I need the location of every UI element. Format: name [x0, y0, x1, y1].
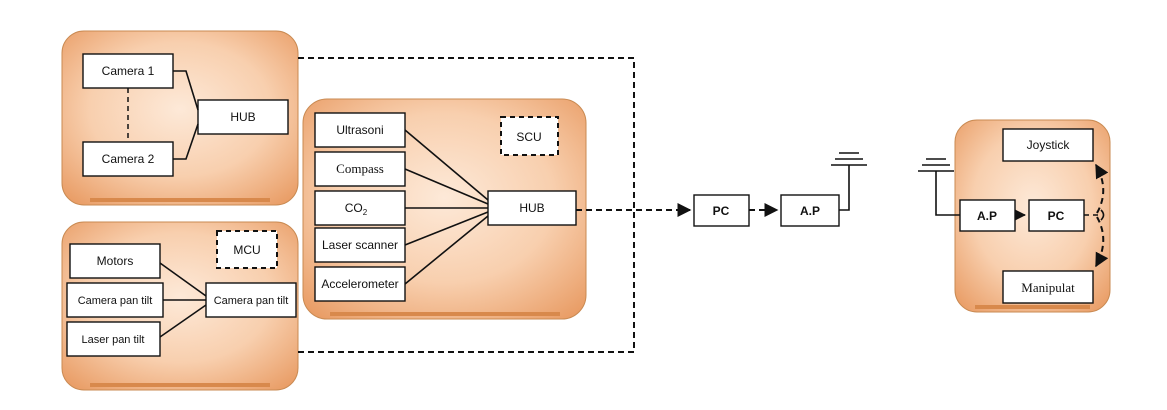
antenna-right-icon	[918, 158, 954, 172]
camera-2-label: Camera 2	[102, 152, 155, 166]
remote-panel-accent	[975, 305, 1090, 309]
antenna-left-icon	[831, 152, 867, 166]
joystick-label: Joystick	[1027, 138, 1071, 152]
laser-scanner-box	[314, 227, 406, 263]
laser-pan-tilt-box	[66, 321, 161, 357]
pc-to-manipulator-dashed-arrow	[1095, 216, 1109, 268]
laser-pan-tilt-to-controller	[159, 304, 207, 338]
ultrasonic-to-hub	[404, 129, 489, 201]
joystick-box	[1002, 128, 1094, 162]
ap-right-label: A.P	[977, 209, 997, 223]
sensor-panel-accent	[330, 312, 560, 316]
laser-scanner-to-hub	[404, 211, 489, 246]
camera-2-box	[82, 141, 174, 177]
pc-right-branch-curve	[1100, 209, 1105, 221]
camera-hub-label: HUB	[230, 110, 255, 124]
sensor-panel: SCU Ultrasoni Compass CO2 Laser scanner …	[302, 98, 587, 320]
sensor-hub-box	[487, 190, 577, 226]
ultrasonic-label: Ultrasoni	[336, 123, 383, 137]
camera-panel-accent	[90, 198, 270, 202]
pc-right-box	[1028, 199, 1085, 232]
remote-panel: Joystick A.P PC Manipulat	[918, 119, 1111, 313]
bus-loop-dashed	[298, 57, 635, 353]
camera-1-label: Camera 1	[102, 64, 155, 78]
accelerometer-to-hub	[404, 215, 489, 285]
co2-subscript: 2	[363, 208, 368, 217]
co2-box	[314, 190, 406, 226]
camera-2-to-hub	[173, 123, 199, 160]
motor-panel-accent	[90, 383, 270, 387]
ultrasonic-box	[314, 112, 406, 148]
laser-pan-tilt-label: Laser pan tilt	[82, 334, 145, 346]
pc-left-label: PC	[713, 204, 730, 218]
laser-scanner-label: Laser scanner	[322, 238, 398, 252]
camera-pan-tilt-right-label: Camera pan tilt	[214, 295, 289, 307]
motors-box	[69, 243, 161, 279]
mcu-box	[216, 230, 278, 269]
camera-1-to-hub	[173, 70, 199, 111]
camera-pan-tilt-left-label: Camera pan tilt	[78, 295, 153, 307]
co2-label: CO2	[345, 201, 368, 217]
scu-box	[500, 116, 559, 156]
compass-label: Compass	[336, 161, 384, 176]
ap-left-label: A.P	[800, 204, 820, 218]
co2-main-text: CO	[345, 201, 363, 215]
pc-to-joystick-dashed-arrow	[1095, 163, 1109, 214]
camera-1-box	[82, 53, 174, 89]
accelerometer-label: Accelerometer	[321, 277, 398, 291]
camera-hub-box	[197, 99, 289, 135]
sensor-hub-label: HUB	[519, 201, 544, 215]
motor-panel: MCU Motors Camera pan tilt Laser pan til…	[61, 221, 299, 391]
accelerometer-box	[314, 266, 406, 302]
motors-to-controller	[159, 262, 207, 297]
scu-label: SCU	[516, 130, 541, 144]
manipulator-label: Manipulat	[1021, 280, 1075, 295]
camera-pan-tilt-left-box	[66, 282, 164, 318]
motors-label: Motors	[97, 254, 134, 268]
ap-left-box	[780, 194, 840, 227]
local-link: PC A.P	[693, 152, 867, 227]
pc-right-label: PC	[1048, 209, 1065, 223]
compass-to-hub	[404, 168, 489, 205]
camera-panel: Camera 1 Camera 2 HUB	[61, 30, 299, 206]
ap-left-antenna-mast	[839, 165, 850, 211]
ap-right-antenna-mast	[935, 171, 960, 216]
bus-connections	[298, 57, 692, 353]
manipulator-box	[1002, 270, 1094, 304]
ap-right-box	[959, 199, 1016, 232]
mcu-label: MCU	[233, 243, 260, 257]
